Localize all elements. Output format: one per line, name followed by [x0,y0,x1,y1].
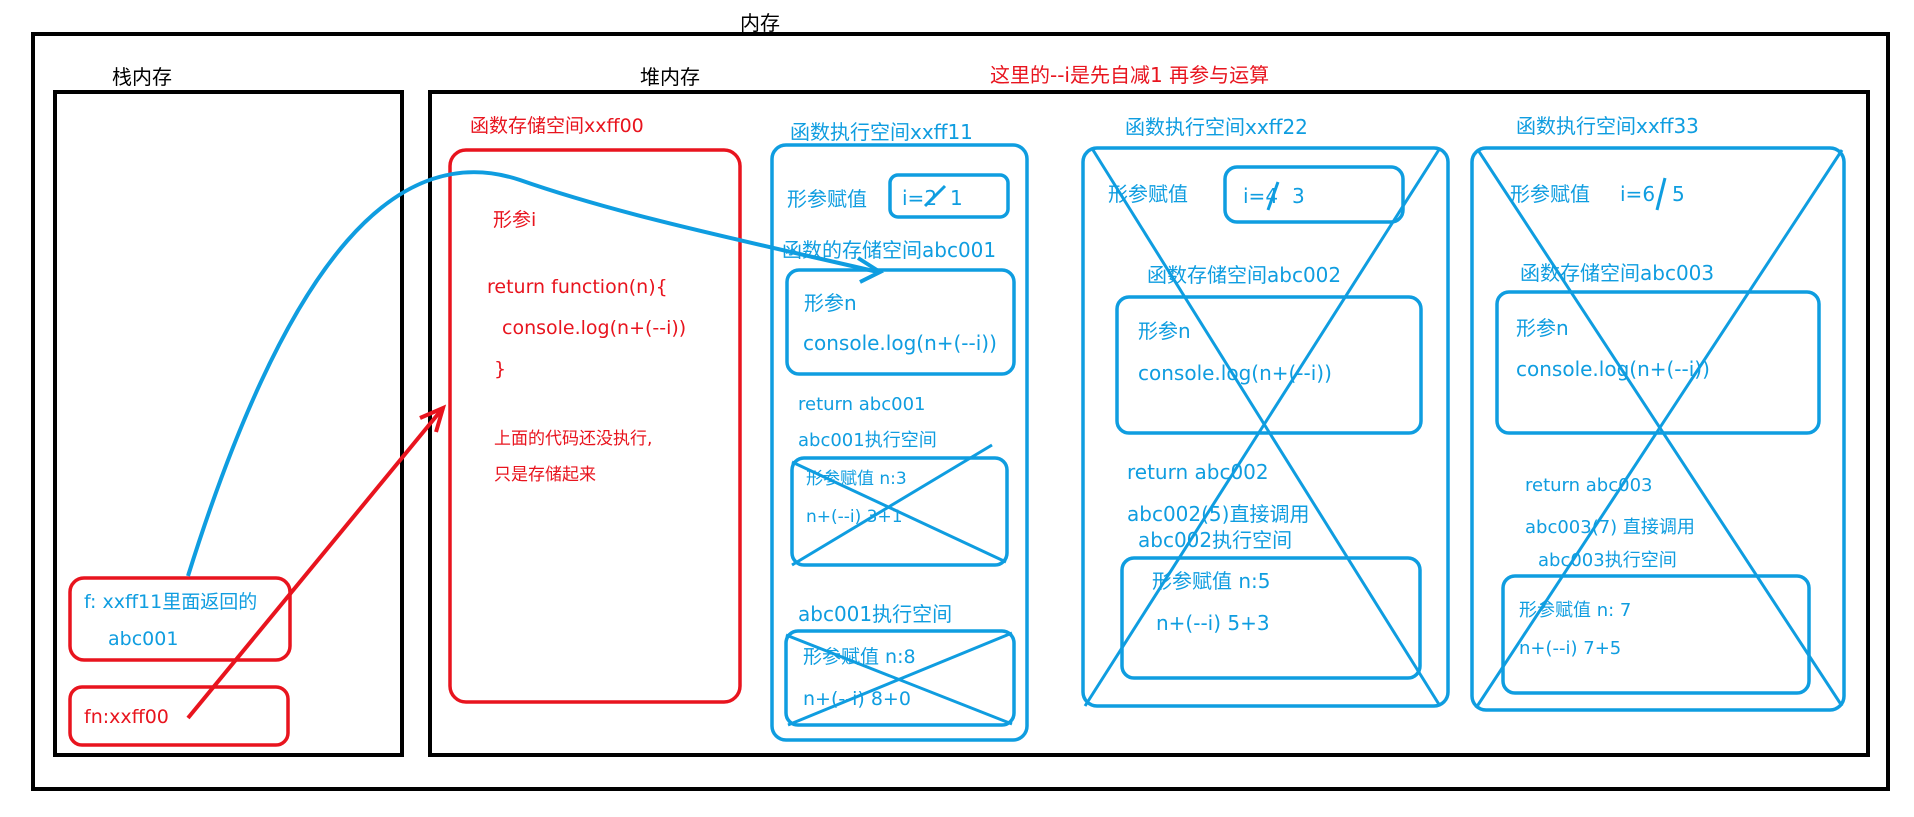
exec2-strike-mark [1266,181,1280,211]
exec2-exec-box [1120,556,1422,680]
reference-arrow-blue [186,170,879,577]
exec1-box [770,143,1029,742]
reference-arrow-red [186,406,445,720]
exec2-storage-param: 形参n [1138,319,1191,343]
exec1-strike-mark [923,184,947,208]
exec1-title: 函数执行空间xxff11 [790,120,973,144]
stack-title: 栈内存 [112,65,172,89]
red-arrowhead [419,404,447,433]
exec1-assign-box [888,173,1010,219]
func-storage-code2: console.log(n+(--i)) [502,317,686,339]
func-storage-box [448,148,742,704]
exec1-exec-a-line2: n+(--i) 3+1 [806,507,903,527]
func-storage-note1: 上面的代码还没执行, [494,429,652,449]
exec3-exec-line2: n+(--i) 7+5 [1519,638,1621,659]
exec3-exec-line1: 形参赋值 n: 7 [1519,600,1631,621]
memory-frame [31,32,1890,791]
exec2-exec-title: abc002执行空间 [1138,528,1292,552]
f-variable-box [68,576,292,662]
fn-variable-label: fn:xxff00 [84,706,169,728]
exec3-exec-box [1501,574,1811,695]
exec3-box [1470,146,1846,712]
exec2-assign-box [1223,165,1405,224]
exec2-exec-line2: n+(--i) 5+3 [1156,611,1270,635]
exec1-exec-a-title: abc001执行空间 [798,430,937,451]
exec2-call: abc002(5)直接调用 [1127,502,1309,526]
exec3-assign-old: i=6 [1620,182,1655,206]
exec1-exec-a-line1: 形参赋值 n:3 [806,469,907,489]
memory-title: 内存 [740,11,780,35]
exec1-exec-b-cross [787,631,1013,727]
exec1-storage-code: console.log(n+(--i)) [803,331,997,355]
exec2-storage-code: console.log(n+(--i)) [1138,361,1332,385]
exec3-call: abc003(7) 直接调用 [1525,517,1695,538]
f-variable-line2: abc001 [108,628,178,650]
exec2-box [1081,146,1450,708]
exec3-storage-param: 形参n [1516,316,1569,340]
exec2-exec-line1: 形参赋值 n:5 [1152,569,1271,593]
exec1-exec-b-title: abc001执行空间 [798,602,952,626]
exec1-assign-label: 形参赋值 [787,187,867,211]
exec1-storage-param: 形参n [804,291,857,315]
func-storage-note2: 只是存储起来 [494,465,596,485]
exec1-exec-a-cross [791,460,1007,564]
exec1-exec-b-line2: n+(--i) 8+0 [803,688,911,710]
heap-title: 堆内存 [640,65,700,89]
exec2-cross [1083,147,1442,707]
exec1-storage-box [785,268,1016,376]
blue-arrowhead [856,256,885,284]
func-storage-param: 形参i [493,209,536,231]
exec1-exec-b-box [784,629,1016,727]
func-storage-title: 函数存储空间xxff00 [470,115,644,137]
exec3-strike-mark [1655,177,1667,211]
exec3-title: 函数执行空间xxff33 [1516,114,1699,138]
exec2-assign-new: 3 [1292,184,1305,208]
exec2-title: 函数执行空间xxff22 [1125,115,1308,139]
heap-note: 这里的--i是先自减1 再参与运算 [990,63,1269,87]
exec1-exec-a-box [790,456,1009,567]
exec2-return: return abc002 [1127,460,1269,484]
exec3-storage-code: console.log(n+(--i)) [1516,357,1710,381]
exec1-assign-new: 1 [950,186,963,210]
func-storage-code3: } [494,358,506,380]
exec2-cross [1091,149,1442,707]
fn-variable-box [68,685,290,747]
exec3-assign-new: 5 [1672,182,1685,206]
exec3-exec-title: abc003执行空间 [1538,550,1677,571]
exec3-storage-title: 函数存储空间abc003 [1520,261,1714,285]
exec3-return: return abc003 [1525,475,1652,496]
func-storage-code1: return function(n){ [487,276,668,298]
exec2-storage-title: 函数存储空间abc002 [1147,263,1341,287]
exec3-assign-label: 形参赋值 [1510,182,1590,206]
exec3-cross [1474,149,1844,709]
exec1-exec-a-cross [791,443,993,567]
exec1-return: return abc001 [798,394,925,415]
stack-frame [53,90,404,757]
f-variable-line1: f: xxff11里面返回的 [84,591,257,613]
